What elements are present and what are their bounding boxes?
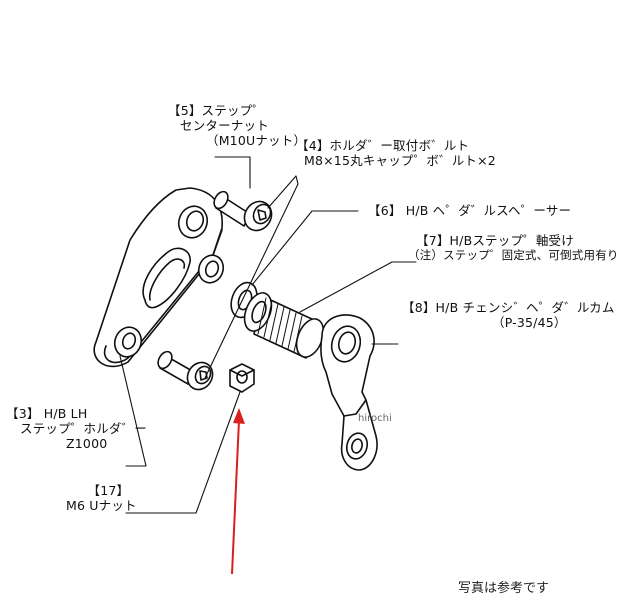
leader-part4-lower xyxy=(204,175,299,379)
leader-part3 xyxy=(119,355,147,467)
label-part17: 【17】 M6 Uナット xyxy=(66,483,137,513)
leader-lines xyxy=(119,156,417,514)
label-part5-line3: （M10Uナット） xyxy=(206,133,307,148)
leader-part6 xyxy=(251,210,359,286)
label-part8-line2: （P-35/45） xyxy=(492,315,567,330)
label-part17-line1: 【17】 xyxy=(87,483,130,498)
label-part3-line3: Z1000 xyxy=(66,436,108,451)
label-part4-line2: M8×15丸キャップ゜ボ゛ルト×2 xyxy=(304,153,496,168)
footnote: 写真は参考です xyxy=(458,581,550,596)
label-part7-line2: （注）ステップ゜固定式、可倒式用有り xyxy=(408,248,619,262)
label-part4-line1: 【4】ホルダ゛ー取付ボ゛ルト xyxy=(296,138,470,153)
change-pedal-cam xyxy=(320,314,378,471)
leader-part7 xyxy=(299,261,417,313)
label-part5: 【5】ステップ゜ センターナット （M10Uナット） xyxy=(168,103,306,148)
label-part6-line1: 【6】 H/B ヘ゜ダ゛ルスヘ゜ーサー xyxy=(368,203,572,218)
step-bearing-shaft xyxy=(243,292,325,359)
label-part6: 【6】 H/B ヘ゜ダ゛ルスヘ゜ーサー xyxy=(368,203,571,218)
label-part3-line1: 【3】 H/B LH xyxy=(6,406,88,421)
label-part8-line1: 【8】H/B チェンシ゛ヘ゜ダ゛ルカム xyxy=(402,300,615,315)
label-part7: 【7】H/Bステップ゜軸受け （注）ステップ゜固定式、可倒式用有り xyxy=(408,233,619,263)
step-holder-plate xyxy=(93,187,225,368)
diagram-drawing xyxy=(93,156,417,575)
cap-bolt-upper xyxy=(213,190,273,232)
label-part5-line2: センターナット xyxy=(180,118,269,133)
pointer-arrow xyxy=(231,408,245,575)
leader-part4-upper xyxy=(267,175,297,209)
exploded-parts-diagram: 【5】ステップ゜ センターナット （M10Uナット） 【4】ホルダ゛ー取付ボ゛ル… xyxy=(6,103,618,596)
label-part17-line2: M6 Uナット xyxy=(66,498,137,513)
label-part3-line2: ステップ゜ホルダ゛ー xyxy=(20,421,148,436)
label-part7-line1: 【7】H/Bステップ゜軸受け xyxy=(416,233,574,248)
cap-bolt-lower xyxy=(157,350,214,391)
watermark: hirochi xyxy=(358,413,392,424)
label-part3: 【3】 H/B LH ステップ゜ホルダ゛ー Z1000 xyxy=(6,406,147,451)
label-part5-line1: 【5】ステップ゜ xyxy=(168,103,266,118)
m6-u-nut xyxy=(229,363,255,393)
label-part4: 【4】ホルダ゛ー取付ボ゛ルト M8×15丸キャップ゜ボ゛ルト×2 xyxy=(296,138,496,168)
leader-part17 xyxy=(125,391,241,514)
label-part8: 【8】H/B チェンシ゛ヘ゜ダ゛ルカム （P-35/45） xyxy=(402,300,615,330)
leader-part5 xyxy=(214,156,251,189)
